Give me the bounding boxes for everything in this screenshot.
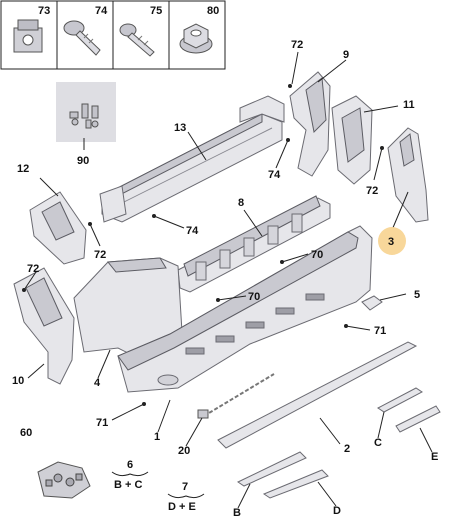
kit-6-number: 6 <box>127 459 133 471</box>
kit-7-number: 7 <box>182 481 188 493</box>
clip-fastener-icon <box>13 19 43 53</box>
callout-d[interactable]: D <box>333 505 341 517</box>
callout-e[interactable]: E <box>431 451 438 463</box>
kit-7[interactable]: 7 D + E <box>167 481 205 513</box>
callout-12[interactable]: 12 <box>17 163 29 175</box>
kit-6-formula: B + C <box>114 479 142 491</box>
kit-6[interactable]: 6 B + C <box>111 459 149 491</box>
trim-e[interactable] <box>395 405 441 433</box>
callout-74[interactable]: 74 <box>186 225 199 237</box>
part-11-bracket[interactable] <box>331 95 373 185</box>
callout-72[interactable]: 72 <box>94 249 106 261</box>
fixing-kit-60-image[interactable] <box>37 461 91 499</box>
highlight-marker <box>378 227 406 255</box>
kit-7-formula: D + E <box>168 501 196 513</box>
part-8-energy-absorber[interactable] <box>177 195 331 293</box>
fastener-number-80: 80 <box>207 5 219 17</box>
fastener-box-74[interactable]: 74 <box>63 5 108 56</box>
trim-c[interactable] <box>377 387 423 413</box>
callout-5[interactable]: 5 <box>414 289 420 301</box>
callout-70[interactable]: 70 <box>248 291 260 303</box>
part-2-lower-trim[interactable] <box>217 341 418 449</box>
callout-71[interactable]: 71 <box>96 417 108 429</box>
part-20-harness[interactable] <box>197 373 275 419</box>
callouts: 72 9 11 13 90 74 72 3 12 72 8 74 70 72 7… <box>12 39 438 519</box>
callout-11[interactable]: 11 <box>403 99 415 111</box>
callout-4[interactable]: 4 <box>94 377 101 389</box>
callout-72[interactable]: 72 <box>291 39 303 51</box>
callout-10[interactable]: 10 <box>12 375 24 387</box>
callout-2[interactable]: 2 <box>344 443 350 455</box>
callout-90[interactable]: 90 <box>77 155 89 167</box>
fastener-number-73: 73 <box>38 5 50 17</box>
callout-71[interactable]: 71 <box>374 325 386 337</box>
leader-lines <box>22 51 433 509</box>
callout-1[interactable]: 1 <box>154 431 160 443</box>
fastener-box-80[interactable]: 80 <box>179 5 219 54</box>
flange-screw-icon <box>63 20 101 56</box>
callout-8[interactable]: 8 <box>238 197 244 209</box>
part-10-bracket[interactable] <box>13 267 75 385</box>
callout-20[interactable]: 20 <box>178 445 190 457</box>
flange-nut-icon <box>179 23 213 54</box>
callout-70[interactable]: 70 <box>311 249 323 261</box>
callout-72[interactable]: 72 <box>366 185 378 197</box>
fastener-number-74: 74 <box>95 5 108 17</box>
part-9-bracket[interactable] <box>289 71 331 177</box>
fastener-number-75: 75 <box>150 5 162 17</box>
callout-72[interactable]: 72 <box>27 263 39 275</box>
part-5-clip[interactable] <box>361 295 383 311</box>
callout-9[interactable]: 9 <box>343 49 349 61</box>
part-3-corner-cover[interactable] <box>387 127 429 223</box>
callout-3[interactable]: 3 <box>388 236 394 248</box>
callout-13[interactable]: 13 <box>174 122 186 134</box>
part-12-bracket[interactable] <box>29 191 87 265</box>
callout-b[interactable]: B <box>233 507 241 519</box>
part-13-bumper-beam[interactable] <box>99 95 285 223</box>
fastener-box-73[interactable]: 73 <box>13 5 50 53</box>
callout-60[interactable]: 60 <box>20 427 32 439</box>
fastener-box-strip: 73 74 75 80 <box>0 0 226 70</box>
trim-d[interactable] <box>262 469 329 499</box>
screw-icon <box>119 23 155 57</box>
trim-b[interactable] <box>236 451 307 487</box>
callout-74[interactable]: 74 <box>268 169 281 181</box>
callout-c[interactable]: C <box>374 437 382 449</box>
fixing-kit-90-image[interactable] <box>56 82 116 142</box>
part-1-bumper-cover[interactable] <box>117 225 373 393</box>
fastener-box-75[interactable]: 75 <box>119 5 162 57</box>
